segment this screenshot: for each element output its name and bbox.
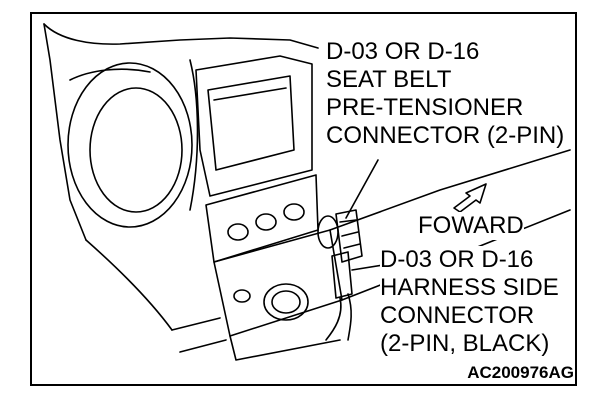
housing-left-edge xyxy=(43,23,87,241)
button-right xyxy=(283,203,305,221)
callout-line: D-03 OR D-16 xyxy=(380,246,534,273)
harness-wire-1 xyxy=(325,297,342,341)
harness-wire-2 xyxy=(347,293,352,341)
figure-code: AC200976AG xyxy=(467,363,574,382)
forward-arrow-icon xyxy=(453,183,487,213)
panel-base xyxy=(229,335,341,361)
display-panel xyxy=(195,55,313,197)
diagram-frame xyxy=(30,12,577,386)
control-knob-center xyxy=(271,290,301,314)
housing-contour-right xyxy=(189,59,199,211)
callout-line: PRE-TENSIONER xyxy=(326,94,524,121)
forward-label: FOWARD xyxy=(418,212,524,240)
button-middle xyxy=(255,213,277,231)
large-circular-housing xyxy=(67,62,193,228)
callout-line: CONNECTOR xyxy=(380,302,535,329)
control-knob xyxy=(263,283,309,321)
connector-ribs xyxy=(339,219,361,249)
callout-line: (2-PIN, BLACK) xyxy=(380,330,550,357)
small-knob xyxy=(233,289,251,303)
housing-top-edge xyxy=(43,23,319,49)
leader-line-top xyxy=(345,159,379,219)
callout-line: D-03 OR D-16 xyxy=(326,38,480,65)
seat-belt-connector-callout: D-03 OR D-16 SEAT BELT PRE-TENSIONER CON… xyxy=(326,38,565,150)
callout-line: CONNECTOR (2-PIN) xyxy=(326,122,565,149)
screen-line xyxy=(213,87,287,101)
console-line xyxy=(85,239,173,331)
callout-line: SEAT BELT xyxy=(326,66,452,93)
display-screen xyxy=(207,75,295,171)
harness-connector-callout: D-03 OR D-16 HARNESS SIDE CONNECTOR (2-P… xyxy=(380,246,559,358)
floor-line-upper xyxy=(329,149,571,231)
button-left xyxy=(227,223,249,241)
bracket-lines xyxy=(171,317,227,353)
callout-line: HARNESS SIDE xyxy=(380,274,559,301)
inner-circular-housing xyxy=(89,87,183,213)
harness-connector xyxy=(331,251,353,299)
housing-contour xyxy=(69,68,151,81)
